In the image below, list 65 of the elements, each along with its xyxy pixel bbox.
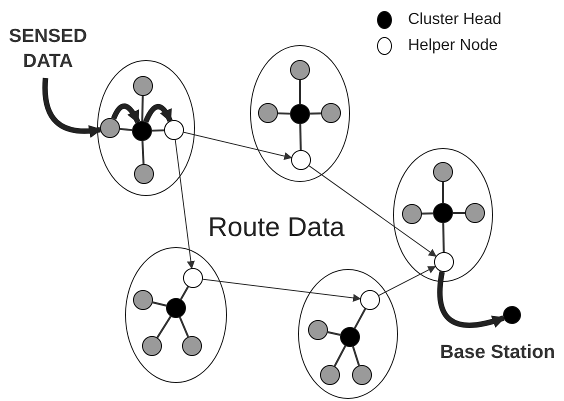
- helper-node: [182, 268, 202, 288]
- connector-line: [152, 129, 164, 132]
- helper-node: [290, 150, 310, 170]
- diagram-label: Route Data: [208, 212, 345, 243]
- sensor-node: [352, 364, 372, 384]
- connector-line: [328, 331, 340, 336]
- cluster-boundary: [97, 60, 195, 196]
- helper-node: [434, 252, 454, 272]
- connector-line: [442, 222, 445, 252]
- cluster-head-node: [340, 326, 360, 346]
- sensor-node: [100, 118, 120, 138]
- sensor-node: [142, 336, 162, 356]
- sensor-node: [258, 102, 278, 122]
- connector-line: [156, 316, 172, 338]
- cluster-boundary: [393, 148, 493, 282]
- arrow: [183, 132, 292, 160]
- base-station-node: [503, 306, 521, 324]
- connector-line: [180, 286, 189, 300]
- sensor-node: [308, 320, 328, 340]
- sensor-node: [182, 336, 202, 356]
- sensor-node: [320, 364, 340, 384]
- helper-node: [164, 120, 184, 140]
- sensor-node: [464, 202, 484, 222]
- connector-line: [352, 346, 360, 366]
- connector-line: [141, 96, 144, 122]
- legend-text: Helper Node: [408, 37, 498, 55]
- connector-line: [442, 182, 444, 203]
- connector-line: [299, 124, 302, 150]
- sensor-node: [132, 290, 152, 310]
- text-label: SENSED DATA: [0, 22, 98, 78]
- arrow: [111, 103, 140, 124]
- arrow: [42, 78, 102, 138]
- legend-text: Cluster Head: [408, 11, 502, 29]
- node-caption: Base Station: [440, 342, 556, 364]
- cluster-head-node: [432, 202, 452, 222]
- connector-line: [453, 212, 465, 214]
- arrow: [378, 266, 436, 296]
- sensor-node: [290, 60, 310, 80]
- arrow: [143, 104, 173, 123]
- sensor-node: [134, 164, 154, 184]
- arrow: [308, 165, 437, 257]
- connector-line: [141, 140, 145, 164]
- connector-line: [120, 128, 132, 132]
- connector-line: [354, 308, 366, 329]
- cluster-boundary: [298, 269, 398, 399]
- connector-line: [178, 316, 190, 338]
- connector-line: [422, 212, 434, 215]
- arrow: [202, 278, 362, 302]
- connector-line: [299, 80, 301, 104]
- cluster-boundary: [250, 44, 350, 182]
- cluster-boundary: [125, 247, 227, 383]
- cluster-head-node: [132, 120, 152, 140]
- cluster-head-node: [290, 104, 310, 124]
- connector-line: [334, 345, 346, 367]
- arrow: [437, 271, 506, 328]
- sensor-node: [132, 76, 152, 96]
- cluster-head-node: [166, 298, 186, 318]
- connector-line: [152, 301, 167, 307]
- sensor-node: [320, 102, 340, 122]
- sensor-node: [432, 162, 452, 182]
- helper-node: [360, 290, 380, 310]
- arrow: [174, 139, 195, 270]
- sensor-node: [402, 204, 422, 224]
- connector-line: [310, 112, 322, 115]
- connector-line: [278, 112, 290, 115]
